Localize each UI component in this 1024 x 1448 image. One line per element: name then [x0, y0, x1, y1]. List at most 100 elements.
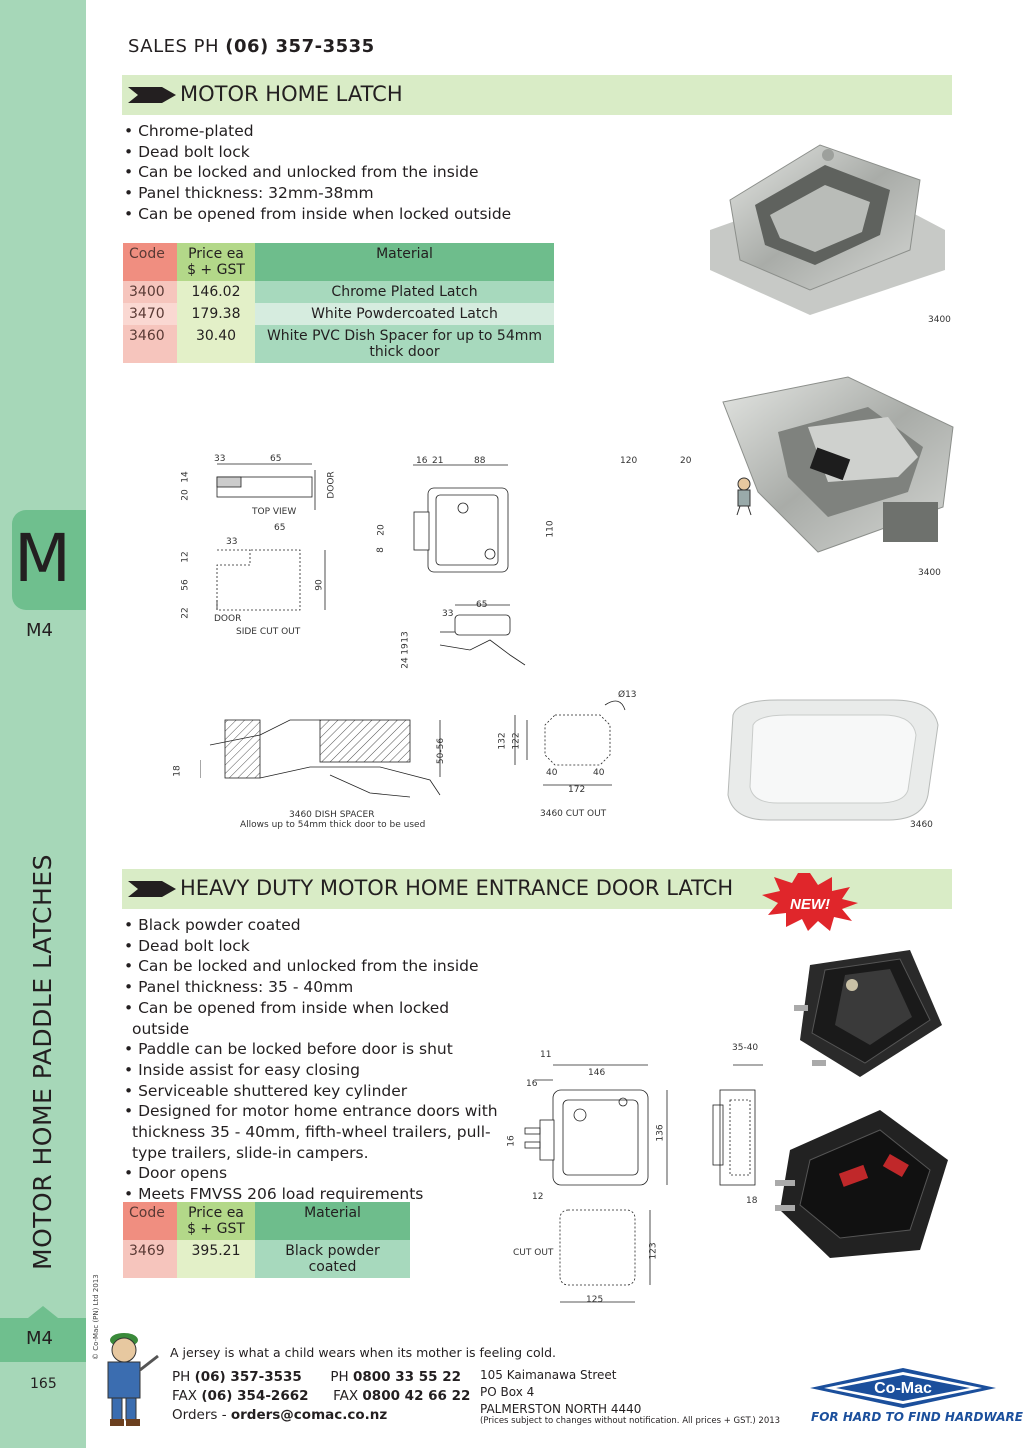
new-badge-text: NEW! — [790, 896, 830, 913]
dim-label: 24 — [400, 657, 411, 669]
dim-label: 40 — [546, 768, 558, 778]
photo-caption: 3400 — [918, 568, 941, 578]
dim-label: 90 — [314, 579, 325, 591]
footer-section-tab: M4 — [0, 1306, 86, 1362]
comac-logo: Co-Mac — [810, 1368, 996, 1408]
orders-label: Orders - — [172, 1407, 227, 1423]
cell-price: 30.40 — [177, 325, 255, 363]
dim-label: 123 — [648, 1242, 659, 1260]
dim-label: 110 — [545, 520, 556, 538]
footer-address: 105 Kaimanawa Street PO Box 4 PALMERSTON… — [480, 1367, 641, 1418]
cell-material: White Powdercoated Latch — [255, 303, 554, 325]
arrow-icon — [128, 881, 176, 897]
section1-heading: MOTOR HOME LATCH — [122, 75, 952, 115]
feature-item: Panel thickness: 35 - 40mm — [124, 977, 504, 998]
table-row: 3469 395.21 Black powder coated — [123, 1240, 410, 1278]
dim-label: 88 — [474, 456, 486, 466]
section1-title: MOTOR HOME LATCH — [180, 82, 403, 106]
section2-price-table: Code Price ea$ + GST Material 3469 395.2… — [123, 1202, 410, 1278]
cell-material: Chrome Plated Latch — [255, 281, 554, 303]
feature-item: Can be locked and unlocked from the insi… — [124, 162, 511, 183]
dim-label: 19 — [400, 643, 411, 655]
header-price: Price ea$ + GST — [177, 1202, 255, 1240]
new-badge: NEW! — [762, 873, 858, 931]
dim-label: 21 — [432, 456, 444, 466]
dim-label: 40 — [593, 768, 605, 778]
cell-code: 3400 — [123, 281, 177, 303]
dim-label: Ø13 — [618, 690, 637, 700]
dish-spacer-section-drawing — [200, 719, 441, 798]
section2-features: Black powder coated Dead bolt lock Can b… — [124, 915, 504, 1205]
section1-features: Chrome-plated Dead bolt lock Can be lock… — [124, 121, 511, 225]
dim-label: 12 — [532, 1192, 544, 1202]
dim-label: 132 — [497, 732, 508, 750]
footer-section-number: M4 — [26, 1328, 53, 1349]
dish-spacer-note: Allows up to 54mm thick door to be used — [240, 820, 426, 830]
footer-contact: PH (06) 357-3535 PH 0800 33 55 22 FAX (0… — [172, 1368, 470, 1425]
header-price: Price ea$ + GST — [177, 243, 255, 281]
dim-label: 33 — [442, 609, 454, 619]
feature-item: Panel thickness: 32mm-38mm — [124, 183, 511, 204]
black-latch-open-photo — [775, 1110, 948, 1258]
chrome-latch-open-photo — [722, 376, 954, 553]
feature-item: Inside assist for easy closing — [124, 1060, 504, 1081]
vertical-title: MOTOR HOME PADDLE LATCHES — [28, 854, 57, 1270]
table-header-row: Code Price ea$ + GST Material — [123, 1202, 410, 1240]
dim-label: 16 — [506, 1135, 517, 1147]
dim-label: 35-40 — [732, 1043, 759, 1053]
ph2-label: PH — [330, 1369, 349, 1385]
fax-line: FAX (06) 354-2662 FAX 0800 42 66 22 — [172, 1387, 470, 1406]
feature-item: Black powder coated — [124, 915, 504, 936]
heavy-duty-dimension-drawings — [524, 1064, 763, 1303]
dim-label: 20 — [376, 524, 387, 536]
address-line: 105 Kaimanawa Street — [480, 1368, 617, 1382]
table-row: 3400 146.02 Chrome Plated Latch — [123, 281, 554, 303]
cell-material: Black powder coated — [255, 1240, 410, 1278]
orders-email[interactable]: orders@comac.co.nz — [230, 1407, 388, 1423]
dim-label: 65 — [274, 523, 286, 533]
cell-price: 179.38 — [177, 303, 255, 325]
feature-item: Chrome-plated — [124, 121, 511, 142]
logo-text: Co-Mac — [874, 1380, 932, 1397]
ph2-number: 0800 33 55 22 — [352, 1369, 462, 1385]
cell-code: 3470 — [123, 303, 177, 325]
feature-item: Door opens — [124, 1163, 504, 1184]
dim-label: 8 — [375, 547, 386, 553]
price-note: (Prices subject to changes without notif… — [480, 1416, 781, 1426]
header-price-line2: $ + GST — [187, 262, 245, 278]
cell-code: 3460 — [123, 325, 177, 363]
side-cut-out-label: SIDE CUT OUT — [236, 627, 301, 637]
dim-label: 65 — [476, 600, 488, 610]
dim-label: 16 — [526, 1079, 538, 1089]
dim-label: 11 — [540, 1050, 552, 1060]
dim-label: 50-56 — [436, 737, 447, 765]
header-price-line1: Price ea — [188, 1205, 244, 1221]
dim-label: 172 — [568, 785, 586, 795]
cell-price: 146.02 — [177, 281, 255, 303]
feature-item: Meets FMVSS 206 load requirements — [124, 1184, 504, 1205]
dim-label: 20 — [680, 456, 692, 466]
dish-cut-out-drawing — [514, 700, 626, 786]
address-line: PO Box 4 — [480, 1385, 535, 1399]
top-view-label: TOP VIEW — [252, 507, 297, 517]
section-tab — [12, 510, 86, 610]
dim-label: 33 — [214, 454, 226, 464]
section-number: M4 — [26, 620, 53, 641]
dim-label: 18 — [172, 765, 183, 777]
feature-item: Designed for motor home entrance doors w… — [124, 1101, 504, 1163]
fax2-number: 0800 42 66 22 — [362, 1388, 471, 1404]
feature-item: Can be opened from inside when locked ou… — [124, 204, 511, 225]
ph-number: (06) 357-3535 — [194, 1369, 302, 1385]
dim-label: 20 — [180, 489, 191, 501]
page-number: 165 — [30, 1376, 57, 1392]
dim-label: 146 — [588, 1068, 606, 1078]
dish-cut-out-label: 3460 CUT OUT — [540, 809, 607, 819]
header-material: Material — [255, 1202, 410, 1240]
photo-caption: 3460 — [910, 820, 933, 830]
dim-label: 33 — [226, 537, 238, 547]
section1-price-table: Code Price ea$ + GST Material 3400 146.0… — [123, 243, 554, 363]
header-code: Code — [123, 243, 177, 281]
table-row: 3460 30.40 White PVC Dish Spacer for up … — [123, 325, 554, 363]
dim-label: 12 — [180, 551, 191, 563]
photo-caption: 3400 — [928, 315, 951, 325]
